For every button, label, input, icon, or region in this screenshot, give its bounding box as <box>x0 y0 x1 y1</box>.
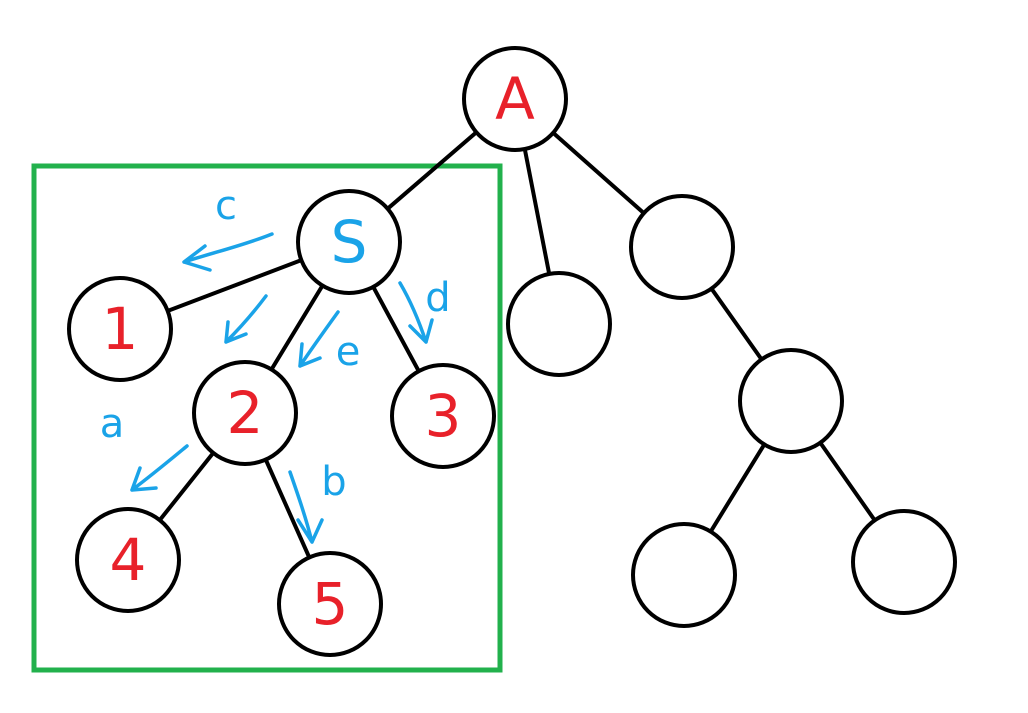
annotation-label-a: a <box>100 401 125 447</box>
node-circle-u5 <box>851 509 957 615</box>
node-n4: 4 <box>75 507 181 613</box>
annotations: c d e a b <box>100 183 451 544</box>
node-circle-n4 <box>75 507 181 613</box>
node-label-n2: 2 <box>227 379 264 447</box>
node-circle-n5 <box>277 551 383 657</box>
arrow-c-icon <box>182 232 274 272</box>
node-n1: 1 <box>67 276 173 382</box>
nodes: A S 1 2 3 4 5 <box>67 46 957 657</box>
node-label-S: S <box>331 208 368 276</box>
node-label-n1: 1 <box>102 295 139 363</box>
annotation-label-c: c <box>215 183 237 229</box>
node-u3 <box>738 348 844 454</box>
arrow-a-icon <box>130 444 189 492</box>
annotation-e: e <box>298 310 361 375</box>
node-n5: 5 <box>277 551 383 657</box>
node-circle-u2 <box>629 194 735 300</box>
node-label-A: A <box>495 65 535 133</box>
node-circle-n1 <box>67 276 173 382</box>
node-n2: 2 <box>192 360 298 466</box>
node-label-n5: 5 <box>312 570 349 638</box>
node-u5 <box>851 509 957 615</box>
arrow-b-icon <box>288 470 324 544</box>
arrow-s2-icon <box>224 294 268 344</box>
annotation-b: b <box>288 459 347 544</box>
subtree-highlight-box <box>31 163 503 673</box>
node-circle-u3 <box>738 348 844 454</box>
node-circle-n2 <box>192 360 298 466</box>
arrow-d-icon <box>398 281 434 344</box>
annotation-label-d: d <box>425 275 450 321</box>
annotation-a: a <box>100 401 189 492</box>
node-S: S <box>296 189 402 295</box>
node-label-n4: 4 <box>110 526 147 594</box>
node-u2 <box>629 194 735 300</box>
annotation-d: d <box>398 275 451 344</box>
node-circle-u1 <box>506 271 612 377</box>
node-u1 <box>506 271 612 377</box>
node-n3: 3 <box>390 363 496 469</box>
node-circle-n3 <box>390 363 496 469</box>
node-A: A <box>462 46 568 152</box>
node-u4 <box>631 522 737 628</box>
annotation-label-e: e <box>336 329 361 375</box>
annotation-label-b: b <box>321 459 346 505</box>
arrow-e-icon <box>298 310 340 368</box>
node-circle-u4 <box>631 522 737 628</box>
annotation-c: c <box>182 183 274 272</box>
node-label-n3: 3 <box>425 382 462 450</box>
node-circle-A <box>462 46 568 152</box>
node-circle-S <box>296 189 402 295</box>
